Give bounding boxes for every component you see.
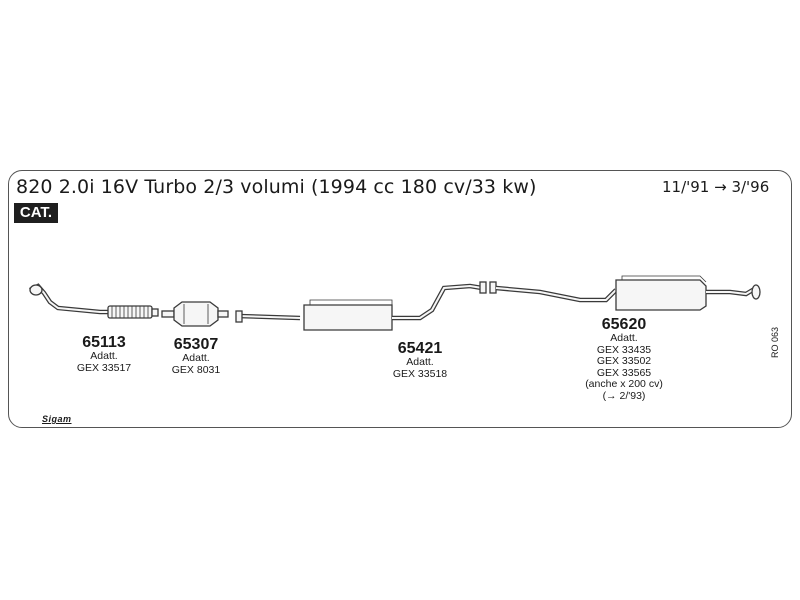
front-pipe-65113 — [28, 283, 159, 319]
date-range: 11/'91 → 3/'96 — [662, 178, 770, 196]
diagram-frame — [8, 170, 792, 428]
cat-badge: CAT. — [14, 203, 58, 223]
brand-logo: Sigam — [42, 414, 72, 424]
part-label-65421: 65421 Adatt. GEX 33518 — [392, 340, 448, 380]
centre-pipe-65421 — [235, 281, 487, 331]
part-label-65113: 65113 Adatt. GEX 33517 — [76, 334, 132, 374]
part-label-65307: 65307 Adatt. GEX 8031 — [171, 336, 221, 376]
vehicle-title: 820 2.0i 16V Turbo 2/3 volumi (1994 cc 1… — [16, 176, 537, 198]
side-code: RO 063 — [770, 326, 780, 358]
catalytic-converter-65307 — [161, 301, 229, 327]
rear-silencer-65620 — [489, 275, 761, 311]
part-label-65620: 65620 Adatt. GEX 33435 GEX 33502 GEX 335… — [585, 316, 663, 402]
